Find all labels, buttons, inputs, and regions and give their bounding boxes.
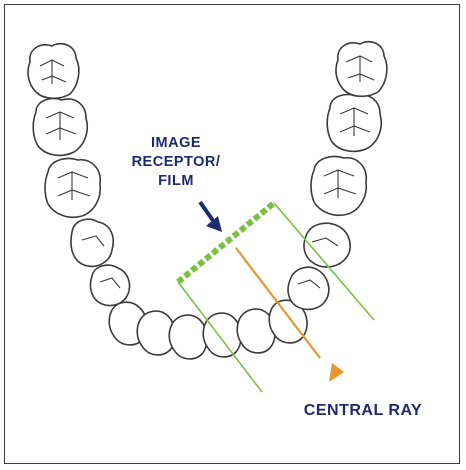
- tooth-left-premolar-1: [90, 265, 129, 305]
- image-receptor-label: IMAGE RECEPTOR/ FILM: [116, 134, 236, 191]
- receptor-label-line-2: RECEPTOR/: [116, 153, 236, 172]
- tooth-right-molar-3: [336, 42, 387, 97]
- tooth-left-molar-1: [45, 159, 100, 218]
- central-ray-arrowhead: [329, 363, 344, 382]
- image-receptor-film: [178, 203, 274, 282]
- tooth-left-central-incisor: [169, 315, 207, 359]
- central-ray-label: CENTRAL RAY: [268, 402, 458, 420]
- receptor-label-line-3: FILM: [116, 172, 236, 191]
- tooth-right-premolar-1: [288, 267, 329, 309]
- tooth-left-molar-3: [28, 44, 79, 99]
- tooth-left-premolar-2: [71, 219, 113, 266]
- tooth-right-central-incisor: [203, 313, 241, 357]
- receptor-label-line-1: IMAGE: [116, 134, 236, 153]
- tooth-right-molar-1: [311, 157, 366, 216]
- dental-arch: [28, 42, 387, 359]
- receptor-pointer-arrow: [200, 202, 222, 232]
